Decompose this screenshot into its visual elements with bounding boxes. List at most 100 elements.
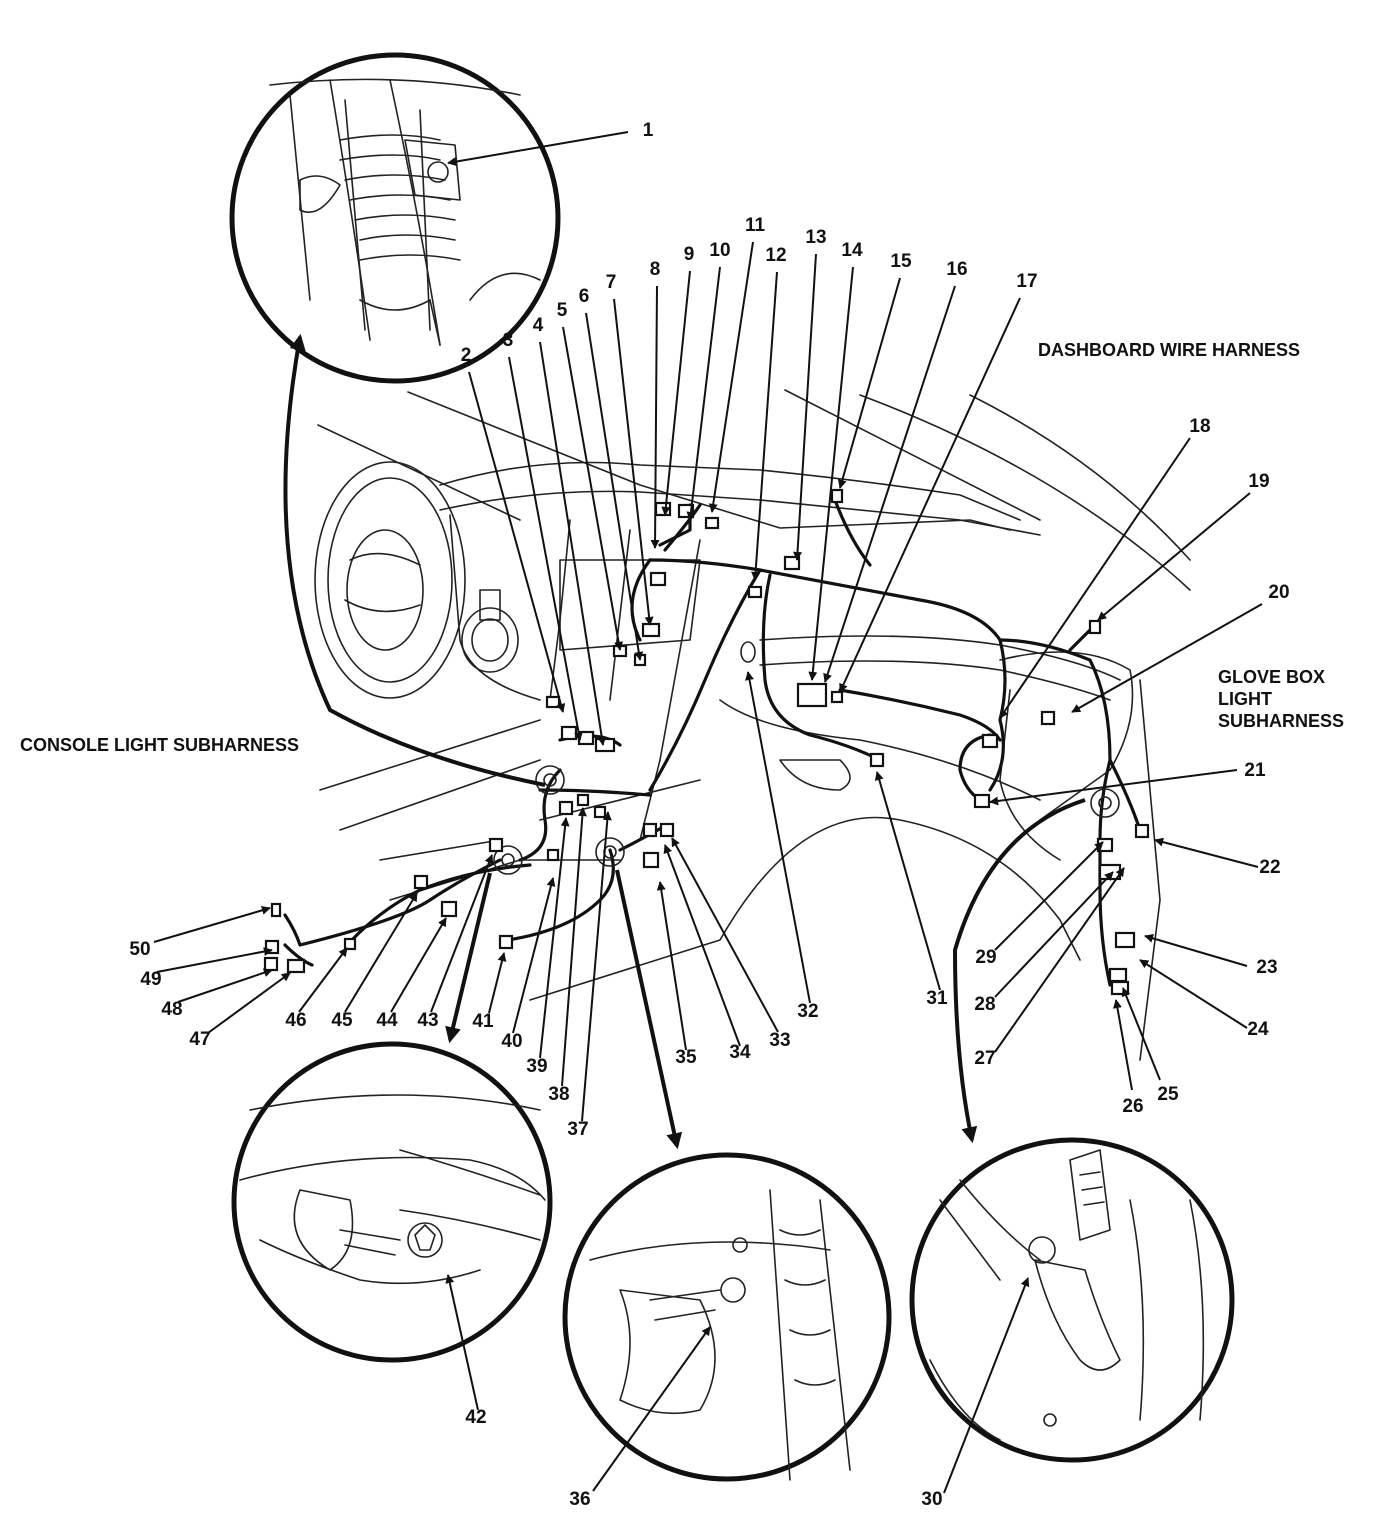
- leader-39: [539, 817, 570, 1059]
- leader-43: [430, 854, 494, 1013]
- leader-44: [390, 917, 447, 1013]
- leader-47: [207, 972, 291, 1034]
- connector-35: [546, 848, 560, 862]
- connector-12: [704, 516, 720, 530]
- callout-30: 30: [921, 1489, 942, 1510]
- leader-49: [156, 947, 273, 973]
- callout-18: 18: [1189, 416, 1210, 437]
- callout-20: 20: [1268, 582, 1289, 603]
- connector-4: [577, 730, 595, 746]
- callout-38: 38: [548, 1084, 569, 1105]
- console-light-label: CONSOLE LIGHT SUBHARNESS: [20, 735, 299, 755]
- connector-37: [488, 837, 504, 853]
- connector-2: [545, 695, 561, 709]
- connector-17: [830, 690, 844, 704]
- callout-31: 31: [926, 988, 948, 1009]
- callout-26: 26: [1122, 1096, 1143, 1117]
- leader-25: [1121, 987, 1161, 1081]
- connector-19: [1088, 619, 1102, 635]
- leader-27: [994, 867, 1125, 1053]
- leader-lines: [153, 131, 1263, 1494]
- connector-9: [649, 571, 667, 587]
- connector-10: [654, 501, 672, 517]
- callout-7: 7: [606, 272, 617, 293]
- leader-24: [1139, 959, 1248, 1029]
- leader-33: [671, 837, 779, 1033]
- dashboard-harness-label: DASHBOARD WIRE HARNESS: [1038, 340, 1300, 360]
- connector-8: [641, 622, 661, 638]
- leader-18: [999, 437, 1191, 719]
- callout-12: 12: [765, 245, 786, 266]
- callout-43: 43: [417, 1010, 438, 1031]
- leader-45: [344, 892, 418, 1013]
- leader-3: [508, 356, 583, 741]
- connector-28: [869, 752, 885, 768]
- callout-44: 44: [376, 1010, 398, 1031]
- callout-22: 22: [1259, 857, 1280, 878]
- leader-48: [177, 968, 273, 1003]
- leader-26: [1112, 999, 1133, 1091]
- leader-7: [613, 298, 654, 626]
- callout-13: 13: [805, 227, 826, 248]
- leader-1: [447, 131, 629, 167]
- callout-9: 9: [684, 244, 695, 265]
- callout-40: 40: [501, 1031, 522, 1052]
- connector-32: [593, 805, 607, 819]
- ground-bolts: [493, 641, 1120, 875]
- leader-17: [839, 297, 1021, 693]
- leader-19: [1097, 492, 1251, 621]
- leader-8: [650, 285, 660, 549]
- callout-48: 48: [161, 999, 182, 1020]
- leader-30: [943, 1277, 1030, 1494]
- callout-29: 29: [975, 947, 996, 968]
- leader-15: [837, 277, 901, 489]
- leader-4: [539, 341, 607, 746]
- callout-1: 1: [643, 120, 654, 141]
- connector-20: [1040, 710, 1056, 726]
- connector-22: [1134, 823, 1150, 839]
- callout-39: 39: [526, 1056, 547, 1077]
- callout-11: 11: [745, 215, 766, 236]
- connector-40: [343, 937, 357, 951]
- leader-34: [663, 844, 741, 1047]
- connector-3: [560, 725, 578, 741]
- connector-23: [1114, 931, 1136, 949]
- callout-25: 25: [1157, 1084, 1179, 1105]
- callout-27: 27: [974, 1048, 995, 1069]
- callout-32: 32: [797, 1001, 818, 1022]
- connector-24: [1108, 967, 1128, 983]
- callout-45: 45: [331, 1010, 353, 1031]
- detail-arrows: [283, 333, 1086, 1150]
- harness-labels: DASHBOARD WIRE HARNESS GLOVE BOX LIGHT S…: [20, 340, 1344, 755]
- callout-14: 14: [841, 240, 863, 261]
- glove-box-label-line3: SUBHARNESS: [1218, 711, 1344, 731]
- leader-42: [445, 1274, 479, 1411]
- leader-14: [808, 266, 854, 681]
- glove-box-label-line2: LIGHT: [1218, 689, 1272, 709]
- connector-21: [973, 793, 991, 809]
- leader-5: [562, 326, 624, 651]
- connector-31: [642, 851, 660, 869]
- leader-13: [793, 253, 817, 561]
- leader-11: [708, 241, 754, 513]
- leader-9: [661, 270, 691, 516]
- connector-44: [270, 902, 282, 918]
- leader-32: [745, 671, 811, 1004]
- connector-34: [558, 800, 574, 816]
- leader-31: [874, 771, 941, 991]
- callout-34: 34: [729, 1042, 751, 1063]
- callout-2: 2: [461, 345, 472, 366]
- callout-50: 50: [129, 939, 150, 960]
- callout-46: 46: [285, 1010, 306, 1031]
- leader-35: [656, 881, 687, 1051]
- steering-wheel: [314, 461, 519, 699]
- callout-28: 28: [974, 994, 995, 1015]
- leader-46: [298, 947, 348, 1013]
- leader-37: [581, 811, 612, 1122]
- connector-38: [413, 874, 429, 890]
- leader-6: [585, 312, 644, 661]
- connector-5: [594, 737, 616, 753]
- leader-22: [1154, 837, 1259, 868]
- connector-13: [747, 585, 763, 599]
